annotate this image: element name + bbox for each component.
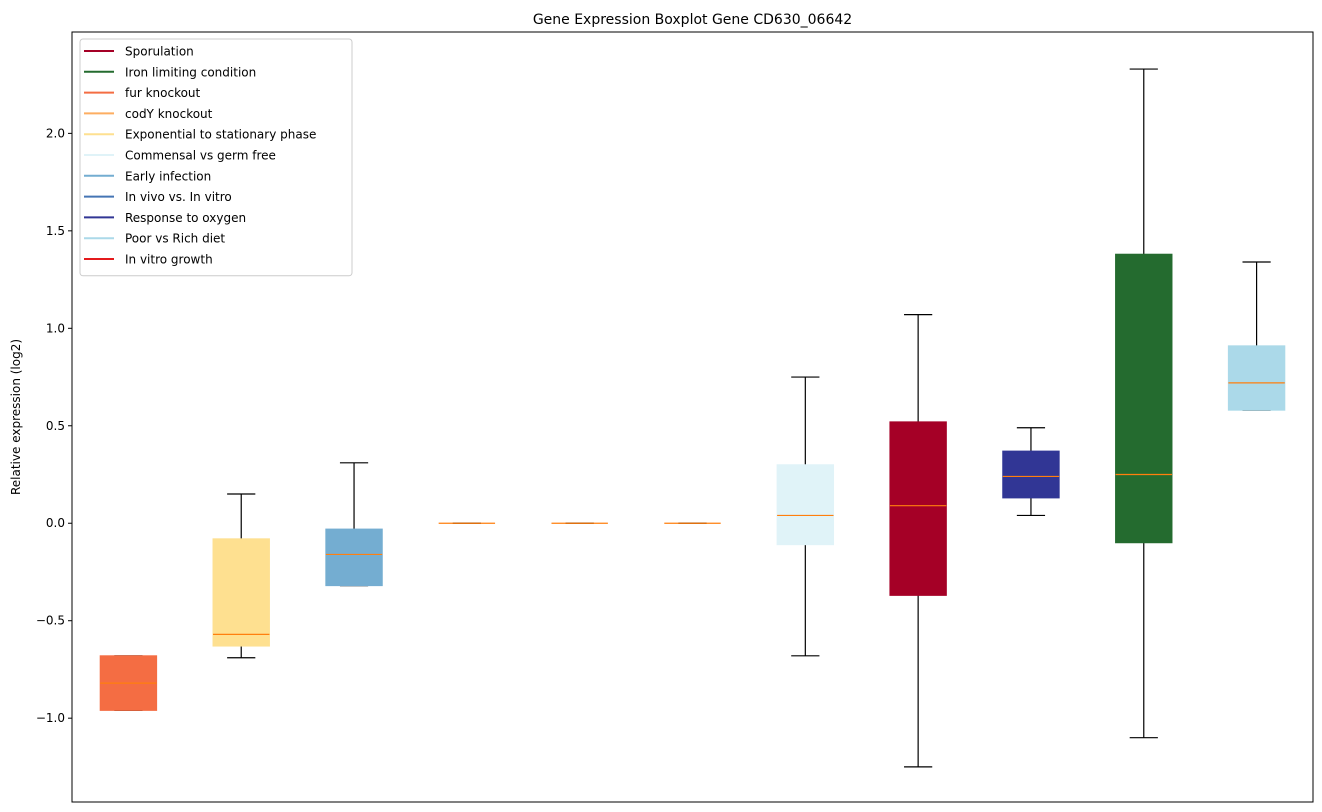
plot-frame xyxy=(71,31,1314,803)
legend-label: Poor vs Rich diet xyxy=(125,232,225,246)
legend-label: Commensal vs germ free xyxy=(125,149,276,163)
legend-label: Response to oxygen xyxy=(125,211,246,225)
box-iqr xyxy=(1227,345,1286,411)
legend-label: Exponential to stationary phase xyxy=(125,128,316,142)
y-tick-label: 1.0 xyxy=(46,321,65,335)
y-tick-label: 2.0 xyxy=(46,126,65,140)
box-fur-knockout xyxy=(99,655,158,711)
legend-label: fur knockout xyxy=(125,86,201,100)
box-iqr xyxy=(212,538,270,647)
box-commensal-vs-germ-free xyxy=(776,376,835,657)
legend-label: In vivo vs. In vitro xyxy=(125,190,232,204)
box-iqr xyxy=(1002,450,1060,499)
legend-label: Sporulation xyxy=(125,45,194,59)
box-poor-vs-rich-diet xyxy=(1227,261,1286,411)
y-axis: −1.0 −0.5 0.0 0.5 1.0 1.5 2.0 xyxy=(36,126,72,725)
y-tick-label: −1.0 xyxy=(36,711,65,725)
box-iron-limiting-condition xyxy=(1115,68,1173,739)
y-tick-label: 0.0 xyxy=(46,516,65,530)
box-iqr xyxy=(776,464,835,546)
legend-label: Iron limiting condition xyxy=(125,65,256,79)
y-tick-label: 0.5 xyxy=(46,419,65,433)
legend-label: Early infection xyxy=(125,169,211,183)
legend-frame xyxy=(79,38,353,277)
box-iqr xyxy=(325,528,383,587)
y-axis-label: Relative expression (log2) xyxy=(9,339,23,495)
legend-label: In vitro growth xyxy=(125,253,213,267)
box-iqr xyxy=(1115,253,1173,544)
chart-title: Gene Expression Boxplot Gene CD630_06642 xyxy=(533,12,852,28)
boxes-layer xyxy=(99,68,1286,768)
box-exponential-to-stationary-phase xyxy=(212,493,270,659)
box-iqr xyxy=(889,421,947,596)
y-tick-label: −0.5 xyxy=(36,614,65,628)
legend-label: codY knockout xyxy=(125,107,213,121)
box-early-infection xyxy=(325,462,383,587)
y-tick-label: 1.5 xyxy=(46,224,65,238)
box-sporulation xyxy=(889,314,947,768)
box-response-to-oxygen xyxy=(1002,427,1060,517)
